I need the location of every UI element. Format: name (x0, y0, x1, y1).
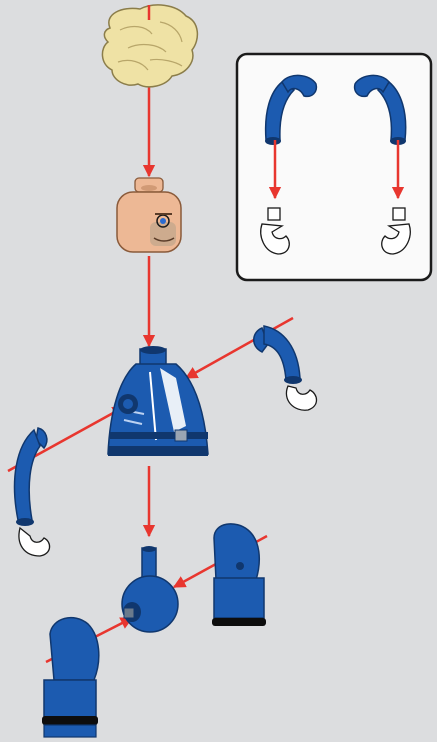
left-arm (15, 428, 50, 556)
minifig-leg-icon (212, 524, 266, 626)
minifig-hip-icon (122, 546, 178, 632)
minifig-head-icon (117, 178, 181, 252)
hand-attachment-inset (237, 54, 431, 280)
minifig-arm-icon (254, 326, 317, 410)
minifig-leg-icon (42, 618, 99, 737)
right-arm (254, 326, 317, 410)
minifig-arm-icon (15, 428, 50, 556)
minifig-torso-icon (108, 346, 208, 456)
